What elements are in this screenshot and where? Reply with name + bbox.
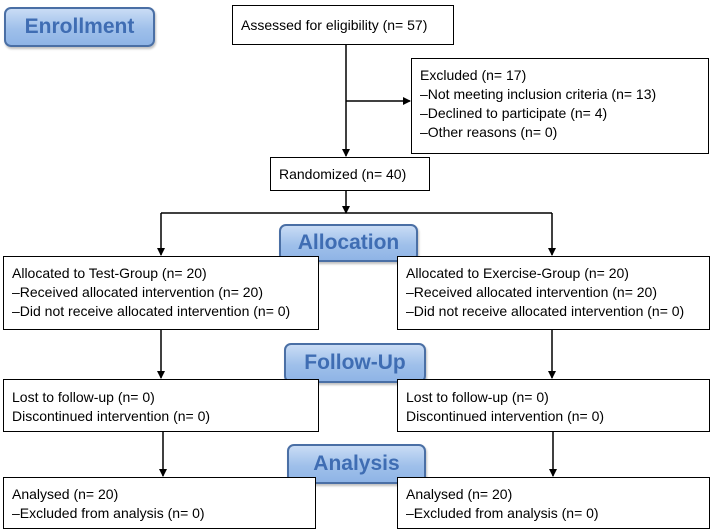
excluded-item: –Not meeting inclusion criteria (n= 13) [420, 86, 657, 102]
follow-up-right-line: Discontinued intervention (n= 0) [406, 408, 605, 424]
assessed-box: Assessed for eligibility (n= 57) [232, 5, 454, 45]
follow-up-left-box: Lost to follow-up (n= 0) Discontinued in… [3, 379, 319, 432]
allocation-left-box: Allocated to Test-Group (n= 20) –Receive… [3, 256, 319, 330]
follow-up-left-line: Discontinued intervention (n= 0) [12, 408, 211, 424]
stage-follow-up: Follow-Up [284, 343, 426, 383]
stage-allocation-label: Allocation [297, 231, 400, 254]
allocation-right-item: –Did not receive allocated intervention … [406, 303, 685, 319]
excluded-item: –Other reasons (n= 0) [420, 124, 558, 140]
excluded-box: Excluded (n= 17) –Not meeting inclusion … [411, 58, 709, 154]
analysis-right-line: Analysed (n= 20) [406, 486, 513, 502]
allocation-right-title: Allocated to Exercise-Group (n= 20) [406, 265, 629, 281]
analysis-right-box: Analysed (n= 20) –Excluded from analysis… [397, 477, 710, 529]
stage-follow-up-label: Follow-Up [304, 351, 406, 374]
follow-up-right-line: Lost to follow-up (n= 0) [406, 389, 549, 405]
stage-allocation: Allocation [279, 224, 418, 262]
allocation-left-item: –Did not receive allocated intervention … [12, 303, 291, 319]
stage-enrollment-label: Enrollment [24, 15, 135, 38]
allocation-right-item: –Received allocated intervention (n= 20) [406, 284, 657, 300]
stage-enrollment: Enrollment [4, 7, 155, 47]
follow-up-left-line: Lost to follow-up (n= 0) [12, 389, 155, 405]
excluded-item: –Declined to participate (n= 4) [420, 105, 608, 121]
randomized-text: Randomized (n= 40) [279, 165, 407, 182]
analysis-left-box: Analysed (n= 20) –Excluded from analysis… [3, 477, 316, 529]
analysis-left-line: Analysed (n= 20) [12, 486, 119, 502]
allocation-left-item: –Received allocated intervention (n= 20) [12, 284, 263, 300]
analysis-right-line: –Excluded from analysis (n= 0) [406, 505, 599, 521]
follow-up-right-box: Lost to follow-up (n= 0) Discontinued in… [397, 379, 710, 432]
allocation-left-title: Allocated to Test-Group (n= 20) [12, 265, 207, 281]
randomized-box: Randomized (n= 40) [270, 157, 430, 191]
excluded-title: Excluded (n= 17) [420, 67, 527, 83]
stage-analysis-label: Analysis [313, 452, 400, 475]
allocation-right-box: Allocated to Exercise-Group (n= 20) –Rec… [397, 256, 710, 330]
assessed-text: Assessed for eligibility (n= 57) [241, 16, 428, 33]
analysis-left-line: –Excluded from analysis (n= 0) [12, 505, 205, 521]
